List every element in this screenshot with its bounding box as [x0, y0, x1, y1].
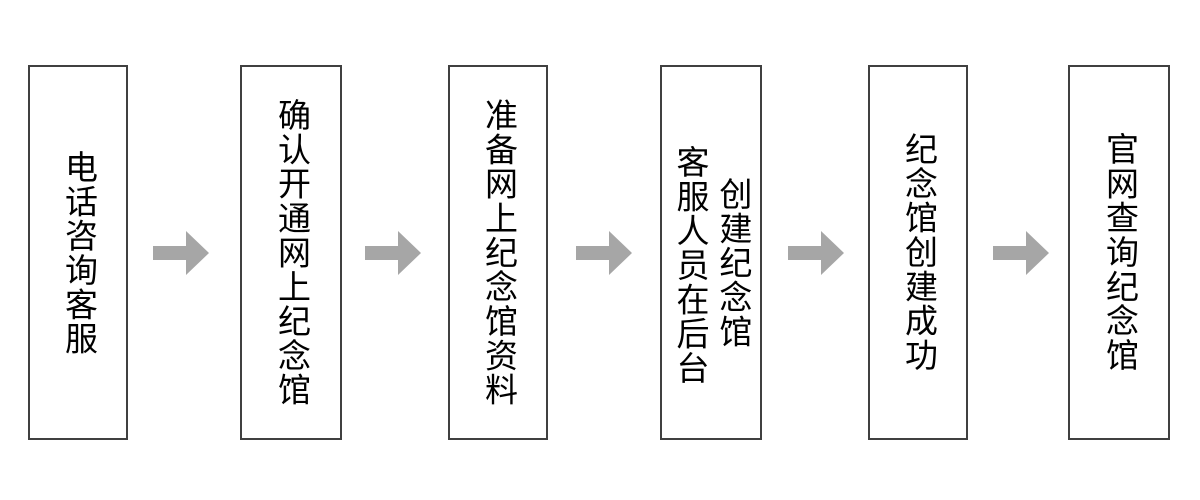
flow-arrow-1: [153, 231, 209, 275]
arrow-right-icon: [993, 231, 1049, 275]
arrow-right-icon: [365, 231, 421, 275]
flow-node-5-text: 纪念馆创建成功: [899, 132, 939, 373]
flow-arrow-4: [788, 231, 844, 275]
flow-node-6[interactable]: 官网查询纪念馆: [1068, 65, 1170, 440]
flow-node-4-text-column-left: 客服人员在后台: [671, 145, 710, 386]
flow-node-3-text: 准备网上纪念馆资料: [479, 98, 519, 407]
arrow-right-icon: [576, 231, 632, 275]
flow-node-2-text: 确认开通网上纪念馆: [272, 98, 312, 407]
flow-node-4[interactable]: 创建纪念馆 客服人员在后台: [660, 65, 762, 440]
flow-node-1-text: 电话咨询客服: [59, 149, 99, 356]
arrow-right-icon: [153, 231, 209, 275]
flow-node-3[interactable]: 准备网上纪念馆资料: [448, 65, 548, 440]
flow-arrow-2: [365, 231, 421, 275]
arrow-right-icon: [788, 231, 844, 275]
flow-node-4-text-column-right: 创建纪念馆: [713, 177, 753, 349]
flow-arrow-5: [993, 231, 1049, 275]
flow-node-2[interactable]: 确认开通网上纪念馆: [240, 65, 342, 440]
flow-node-1[interactable]: 电话咨询客服: [28, 65, 128, 440]
flow-arrow-3: [576, 231, 632, 275]
flow-node-6-text: 官网查询纪念馆: [1100, 132, 1140, 373]
flow-node-5[interactable]: 纪念馆创建成功: [868, 65, 968, 440]
